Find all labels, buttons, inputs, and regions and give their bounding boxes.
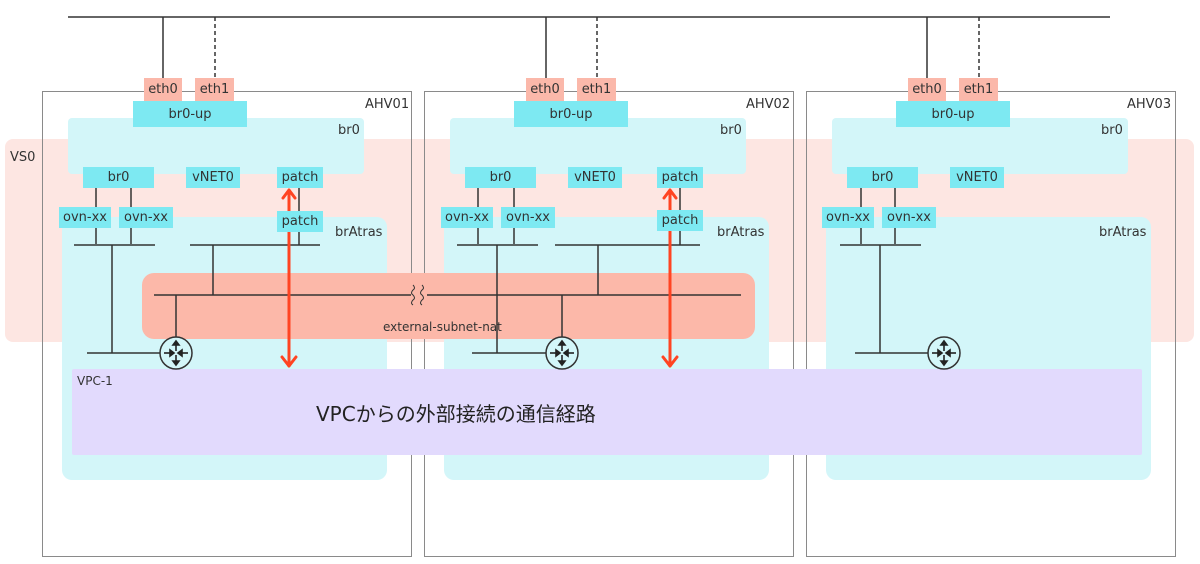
external-subnet-label: external-subnet-nat [383, 320, 502, 334]
vpc-label: VPC-1 [77, 374, 113, 388]
br0-up-port[interactable]: br0-up [514, 101, 628, 127]
bratras-label: brAtras [1099, 225, 1147, 240]
eth0-port[interactable]: eth0 [526, 78, 564, 101]
arrow-down-icon [661, 355, 679, 368]
eth0-port[interactable]: eth0 [908, 78, 946, 101]
vnet0-port[interactable]: vNET0 [186, 167, 240, 188]
patch-port-br0[interactable]: patch [277, 167, 323, 188]
br0-up-port[interactable]: br0-up [896, 101, 1010, 127]
router-icon [545, 336, 579, 370]
patch-port-bratras[interactable]: patch [657, 210, 703, 231]
ovn-port[interactable]: ovn-xx [822, 207, 874, 228]
br0-label: br0 [720, 123, 742, 138]
bratras-label: brAtras [717, 225, 765, 240]
br0-bridge-area [832, 118, 1128, 174]
eth1-port[interactable]: eth1 [959, 78, 998, 101]
arrow-down-icon [280, 355, 298, 368]
arrow-up-icon [662, 188, 678, 200]
vnet0-port[interactable]: vNET0 [950, 167, 1004, 188]
br0-port[interactable]: br0 [83, 167, 154, 188]
ovn-port[interactable]: ovn-xx [59, 207, 111, 228]
arrow-up-icon [281, 188, 297, 200]
vs0-label: VS0 [10, 150, 36, 165]
vnet0-port[interactable]: vNET0 [568, 167, 622, 188]
br0-bridge-area [450, 118, 746, 174]
router-icon [159, 336, 193, 370]
vpc-caption: VPCからの外部接続の通信経路 [316, 402, 596, 426]
br0-bridge-area [68, 118, 364, 174]
br0-label: br0 [1101, 123, 1123, 138]
external-subnet-nat-zone [142, 273, 755, 339]
router-icon [927, 336, 961, 370]
ovn-port[interactable]: ovn-xx [501, 207, 555, 228]
line-break-icon [411, 284, 424, 306]
host-label: AHV03 [1127, 97, 1172, 112]
host-label: AHV01 [365, 97, 410, 112]
ovn-port[interactable]: ovn-xx [882, 207, 936, 228]
vpc-1-zone[interactable] [72, 369, 1142, 455]
br0-port[interactable]: br0 [465, 167, 536, 188]
ovn-port[interactable]: ovn-xx [441, 207, 493, 228]
br0-port[interactable]: br0 [847, 167, 918, 188]
bratras-label: brAtras [335, 225, 383, 240]
patch-port-br0[interactable]: patch [657, 167, 703, 188]
br0-up-port[interactable]: br0-up [133, 101, 247, 127]
patch-port-bratras[interactable]: patch [277, 211, 323, 232]
eth1-port[interactable]: eth1 [195, 78, 234, 101]
host-label: AHV02 [746, 97, 791, 112]
br0-label: br0 [338, 123, 360, 138]
eth0-port[interactable]: eth0 [144, 78, 182, 101]
ovn-port[interactable]: ovn-xx [119, 207, 173, 228]
eth1-port[interactable]: eth1 [577, 78, 616, 101]
